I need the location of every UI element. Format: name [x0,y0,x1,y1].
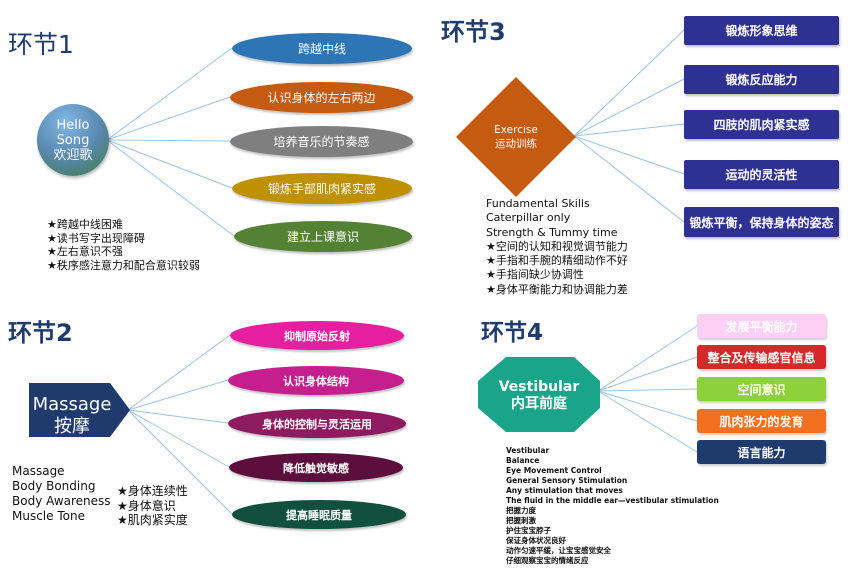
note-item: Vestibular [506,446,550,455]
note-item: ★左右意识不强 [47,245,123,258]
connector-line [127,379,229,411]
connector-line [106,139,235,237]
connector-line [127,409,230,468]
branch-imagery-thinking: 锻炼形象思维 [684,16,839,45]
branch-limb-muscle: 四肢的肌肉紧实感 [684,110,839,139]
section2-notes-cn: ★身体连续性 ★身体意识 ★肌肉紧实度 [117,484,188,528]
note-item: Body Bonding [12,479,96,493]
branch-reaction: 锻炼反应能力 [684,65,839,94]
note-item: The fluid in the middle ear—vestibular s… [506,496,719,505]
vestibular-hub-octagon [478,357,600,432]
note-item: 保证身体状况良好 [506,536,566,545]
section2-notes-en: Massage Body Bonding Body Awareness Musc… [12,464,111,524]
branch-agility: 运动的灵活性 [684,160,839,189]
connector-line [106,47,233,141]
connector-line [106,96,231,141]
section2-title: 环节2 [8,319,73,347]
note-item: ★手指和手腕的精细动作不好 [486,254,628,268]
massage-hub-label: Massage 按摩 [29,394,115,438]
hub-text: Exercise [494,124,538,136]
connector-line [127,409,233,515]
note-item: Balance [506,456,540,465]
branch-body-control: 身体的控制与灵活运用 [228,409,406,438]
connector-line [573,123,685,137]
note-item: 护住宝宝脖子 [506,526,551,535]
massage-hub-arrow [29,383,130,437]
note-item: ★手指间缺少协调性 [486,268,584,282]
connector-line [573,135,685,175]
hub-text: Song [56,132,90,148]
hub-text: 欢迎歌 [53,147,93,163]
vestibular-hub-label: Vestibular 内耳前庭 [478,379,600,413]
branch-class-awareness: 建立上课意识 [234,221,412,252]
note-item: Strength & Tummy time [486,225,618,239]
hub-text: Hello [56,117,90,133]
note-item: Muscle Tone [12,509,85,523]
branch-sensory-integration: 整合及传输感官信息 [697,345,826,369]
branch-sleep: 提高睡眠质量 [232,500,406,529]
connector-line [573,135,685,223]
branch-left-right: 认识身体的左右两边 [230,82,413,113]
branch-body-structure: 认识身体结构 [228,366,404,395]
connector-line [127,334,231,411]
note-item: 动作匀速平缓，让宝宝感觉安全 [506,546,611,555]
note-item: ★读书写字出现障碍 [47,231,145,245]
branch-reflex: 抑制原始反射 [230,321,404,350]
branch-balance-posture: 锻炼平衡，保持身体的姿态 [684,207,839,237]
section4-notes: Vestibular Balance Eye Movement Control … [506,446,719,566]
note-item: Caterpillar only [486,211,571,225]
branch-cross-midline: 跨越中线 [232,33,412,64]
hub-text: 按摩 [54,416,90,437]
note-item: 把握力度 [506,506,536,515]
connector-line [106,139,231,142]
note-item: ★空间的认知和视觉调节能力 [486,239,628,253]
note-item: Body Awareness [12,494,111,508]
exercise-hub-label: Exercise 运动训练 [470,123,562,151]
note-item: Fundamental Skills [486,197,590,210]
connector-line [127,409,229,424]
note-item: ★跨越中线困难 [47,218,123,231]
branch-muscle-tone: 肌肉张力的发育 [697,409,826,433]
connector-line [597,325,698,392]
connector-line [573,78,685,137]
branch-tactile: 降低触觉敏感 [229,453,403,482]
connector-line [106,139,233,189]
note-item: ★肌肉紧实度 [117,513,188,527]
section4-title: 环节4 [481,320,544,346]
connector-line [597,390,698,453]
section1-notes: ★跨越中线困难 ★读书写字出现障碍 ★左右意识不强 ★秩序感注意力和配合意识较弱 [47,218,200,272]
note-item: ★秩序感注意力和配合意识较弱 [47,258,200,272]
hello-song-hub: Hello Song 欢迎歌 [37,104,109,176]
branch-hand-muscle: 锻炼手部肌肉紧实感 [232,173,412,204]
hub-text: 运动训练 [495,138,537,150]
branch-language: 语言能力 [697,440,826,464]
note-item: ★身体意识 [117,498,176,513]
branch-develop-balance: 发展平衡能力 [697,314,826,338]
hub-text: Massage [32,394,112,415]
connector-line [597,356,698,392]
note-item: General Sensory Stimulation [506,476,628,485]
note-item: Any stimulation that moves [506,486,623,495]
connector-line [573,29,685,137]
note-item: Eye Movement Control [506,466,602,475]
connector-line [597,390,698,422]
section1-title: 环节1 [8,30,74,59]
branch-rhythm: 培养音乐的节奏感 [230,126,413,157]
branch-spatial-awareness: 空间意识 [697,377,826,401]
section3-notes: Fundamental Skills Caterpillar only Stre… [486,197,628,297]
note-item: 仔细观察宝宝的情绪反应 [506,556,589,565]
note-item: ★身体平衡能力和协调能力差 [486,282,628,296]
note-item: 把握刺激 [506,516,536,525]
section3-title: 环节3 [441,18,506,46]
note-item: Massage [12,464,65,478]
hub-text: 内耳前庭 [511,396,567,412]
hub-text: Vestibular [498,379,580,395]
connector-line [597,388,698,392]
exercise-hub-diamond [456,77,576,197]
note-item: ★身体连续性 [117,484,188,498]
